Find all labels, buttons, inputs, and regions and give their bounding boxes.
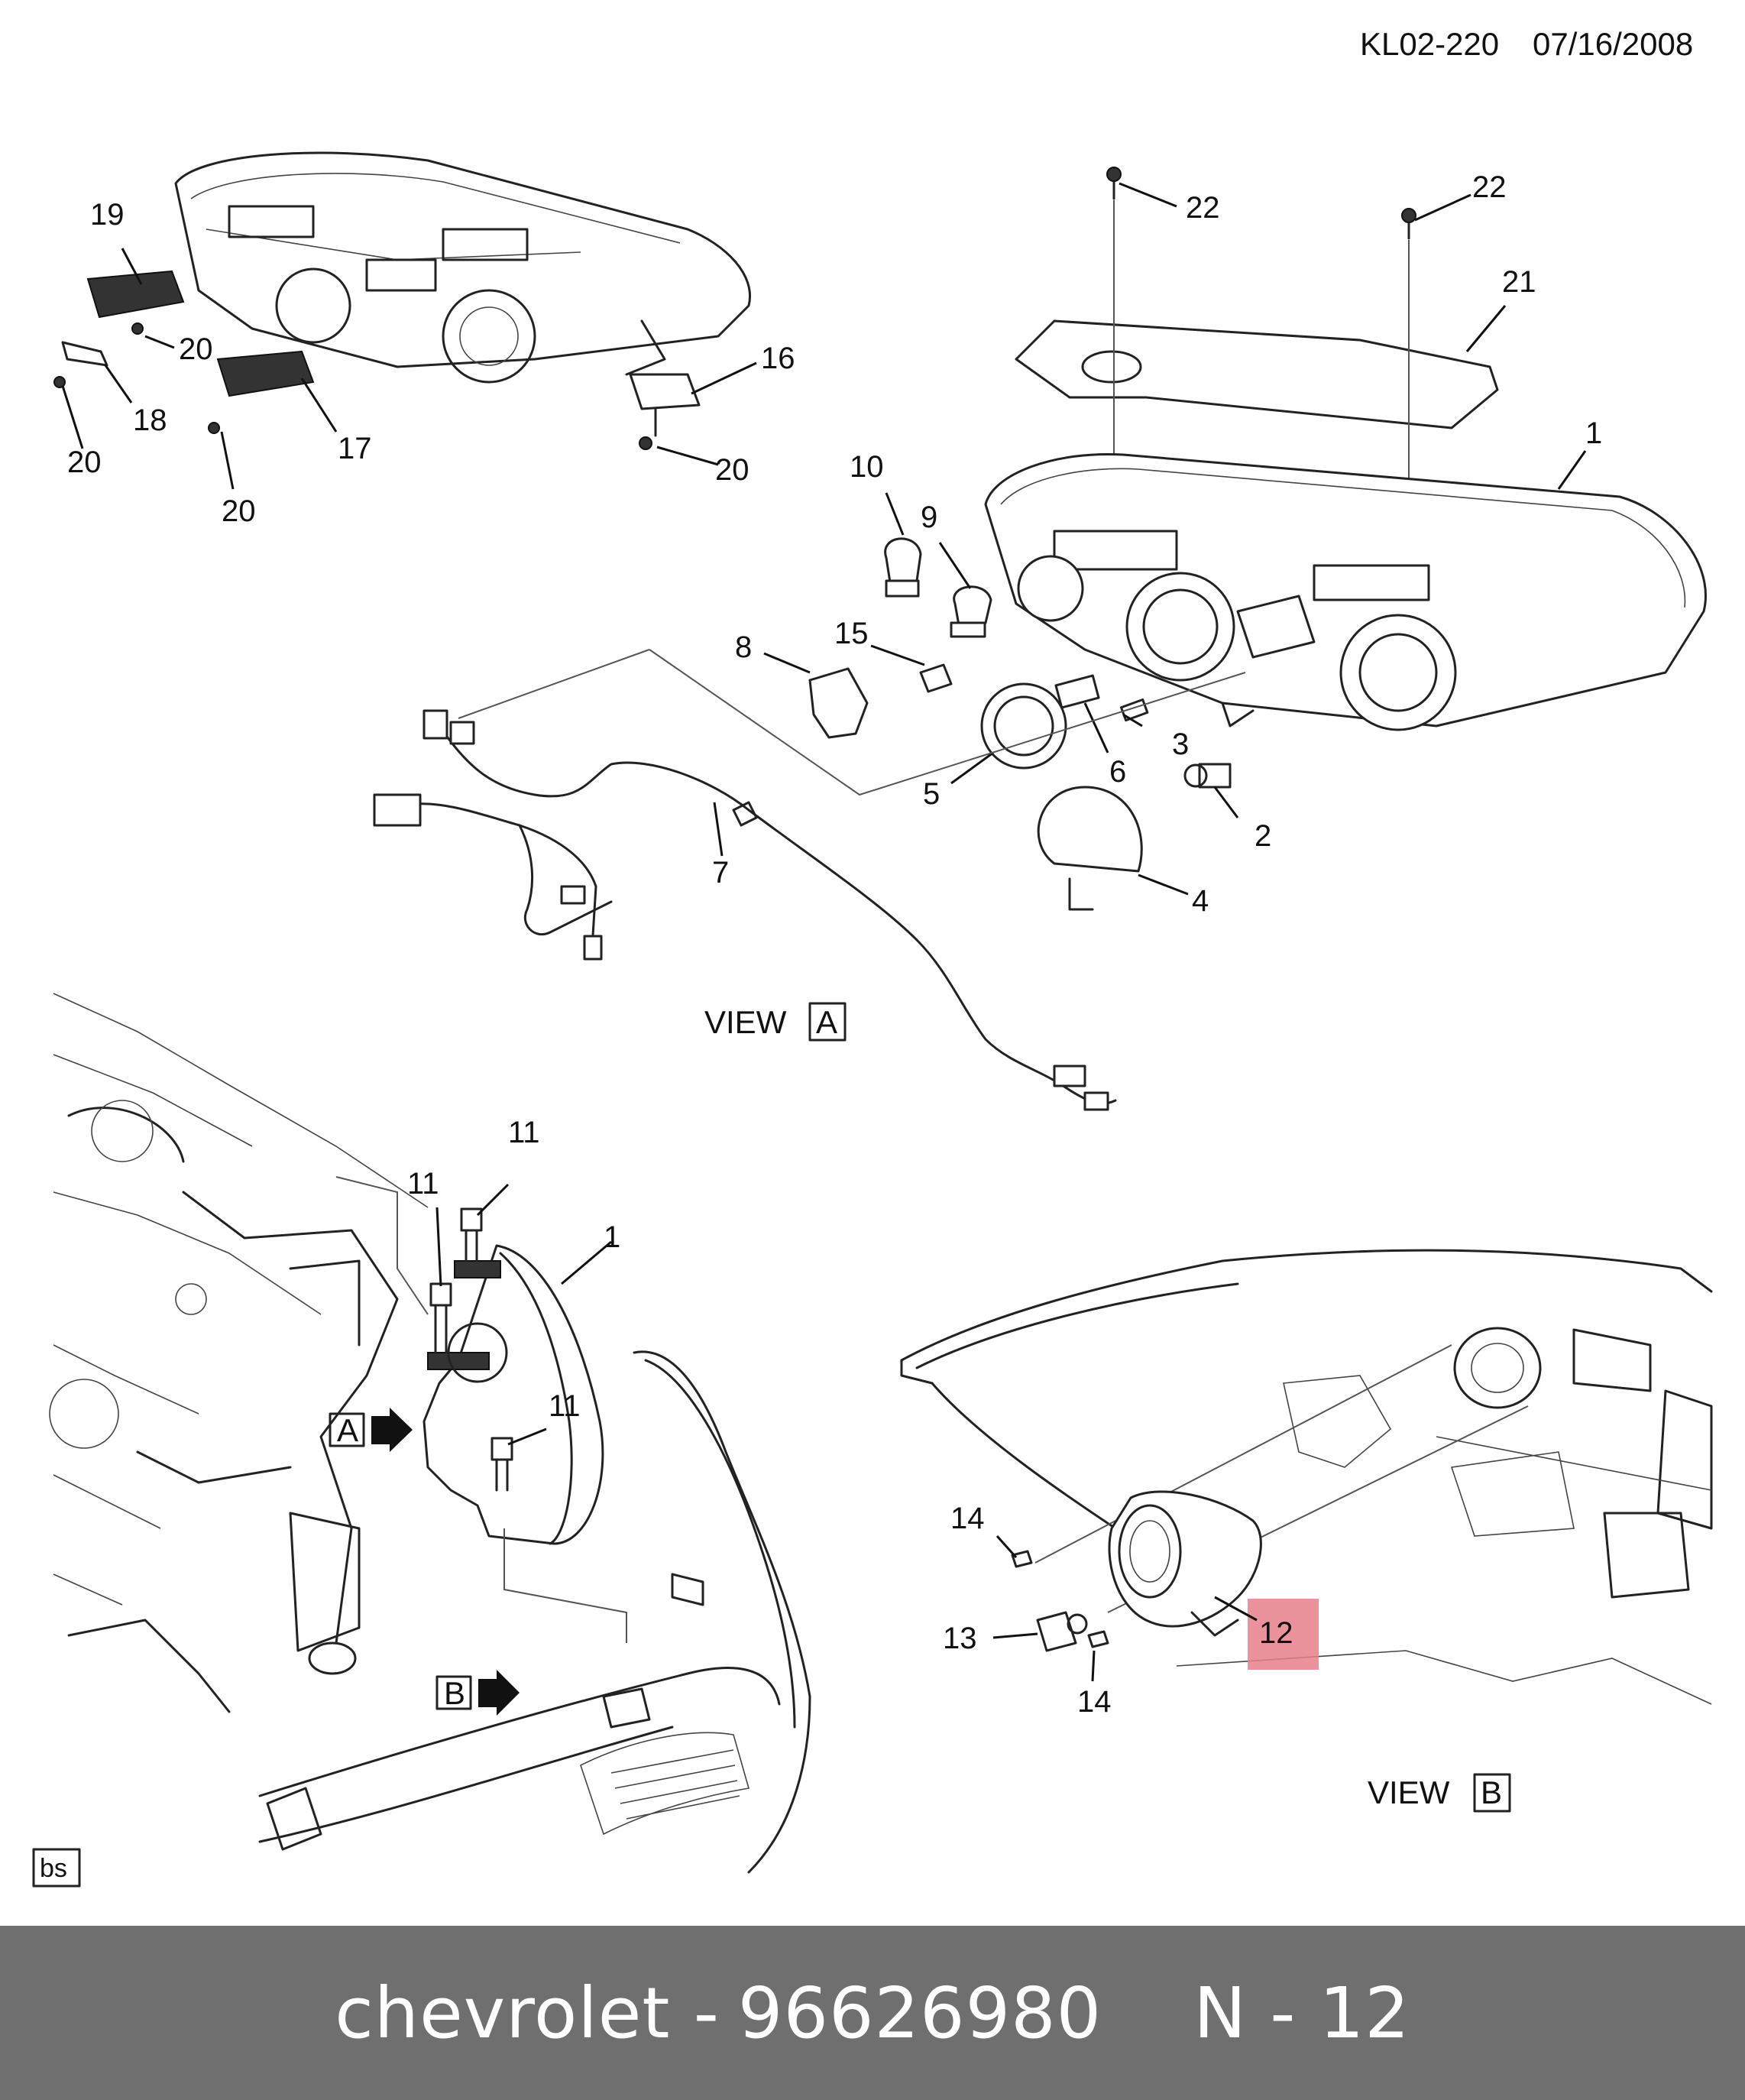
headlamp-assembly-1 — [984, 452, 1707, 731]
view-b-label: VIEW — [1368, 1774, 1450, 1810]
callout-13: 13 — [943, 1622, 977, 1655]
callout-22-b: 22 — [1472, 170, 1507, 204]
footer-brand: chevrolet - — [335, 1972, 720, 2054]
view-a-box — [808, 1002, 847, 1042]
callout-5: 5 — [923, 777, 940, 811]
callout-7: 7 — [712, 856, 729, 890]
front-end-structure — [49, 993, 429, 1713]
marker-a: A — [329, 1408, 413, 1452]
bracket-18 — [61, 341, 108, 367]
document-id: KL02-220 — [1360, 26, 1499, 62]
callout-20-c: 20 — [222, 494, 256, 528]
wiring-harness-7 — [373, 709, 1117, 1111]
callout-17: 17 — [338, 432, 372, 465]
bracket-19 — [86, 270, 185, 319]
callout-21: 21 — [1502, 265, 1536, 299]
callout-6: 6 — [1109, 755, 1126, 789]
footer-part-number: 96626980 — [737, 1972, 1102, 2054]
bulb-10 — [884, 537, 922, 598]
screw-14-bottom — [1087, 1630, 1109, 1648]
callout-14-b: 14 — [1077, 1685, 1112, 1719]
screw-14-top — [1011, 1550, 1033, 1568]
callout-12-highlight — [1248, 1599, 1319, 1670]
footer-ref: N - 12 — [1193, 1972, 1410, 2054]
cap-5 — [980, 682, 1067, 770]
callout-20-d: 20 — [715, 453, 749, 487]
callout-9: 9 — [921, 501, 937, 534]
callout-15: 15 — [834, 617, 869, 650]
callout-20-a: 20 — [179, 332, 213, 366]
front-bumper-fascia — [258, 1350, 811, 1874]
corner-tag: bs — [40, 1854, 67, 1883]
bolts-11 — [429, 1207, 513, 1492]
document-date: 07/16/2008 — [1533, 26, 1693, 62]
headlamp-rear-view-small — [174, 151, 751, 384]
shield-21 — [1015, 319, 1499, 429]
marker-a-letter: A — [337, 1412, 358, 1448]
callout-11-a: 11 — [508, 1116, 540, 1149]
screws-22 — [1106, 167, 1416, 240]
marker-b: B — [435, 1670, 520, 1716]
socket-13 — [1036, 1611, 1088, 1652]
headlamp-installed-1 — [422, 1244, 604, 1545]
callout-4: 4 — [1192, 884, 1209, 918]
callout-1-top: 1 — [1585, 416, 1602, 450]
bracket-16 — [629, 373, 701, 450]
fog-lamp-12 — [1108, 1490, 1262, 1637]
view-b-box — [1473, 1773, 1511, 1813]
marker-b-letter: B — [444, 1675, 465, 1711]
socket-15 — [919, 663, 953, 693]
socket-2 — [1183, 763, 1232, 789]
callout-8: 8 — [735, 630, 752, 664]
front-bumper-view-b — [900, 1249, 1713, 1705]
bracket-17 — [216, 350, 315, 397]
callout-11-b: 11 — [407, 1167, 439, 1201]
footer-bar: chevrolet - 96626980 N - 12 — [0, 1926, 1745, 2100]
view-b-letter: B — [1481, 1774, 1502, 1810]
callout-14-a: 14 — [950, 1502, 985, 1535]
callout-3: 3 — [1172, 728, 1189, 761]
view-a-letter: A — [816, 1004, 837, 1040]
callout-16: 16 — [761, 342, 795, 375]
screws-20 — [53, 322, 220, 434]
bulb-9 — [950, 585, 992, 638]
callout-2: 2 — [1255, 819, 1271, 853]
socket-8 — [808, 667, 869, 739]
callout-22-a: 22 — [1186, 191, 1220, 225]
callout-18: 18 — [133, 403, 167, 437]
callout-1-mid: 1 — [604, 1220, 620, 1254]
corner-tag-box — [32, 1848, 81, 1888]
callout-19: 19 — [90, 198, 125, 232]
parts-diagram: KL02-220 07/16/2008 19 20 18 — [32, 26, 1713, 1888]
cap-4 — [1037, 786, 1143, 911]
view-a-label: VIEW — [704, 1004, 787, 1040]
callout-12: 12 — [1259, 1616, 1293, 1650]
callout-11-c: 11 — [549, 1389, 581, 1423]
callout-10: 10 — [850, 450, 884, 484]
bulb-6 — [1054, 674, 1100, 709]
callout-20-b: 20 — [67, 446, 102, 479]
